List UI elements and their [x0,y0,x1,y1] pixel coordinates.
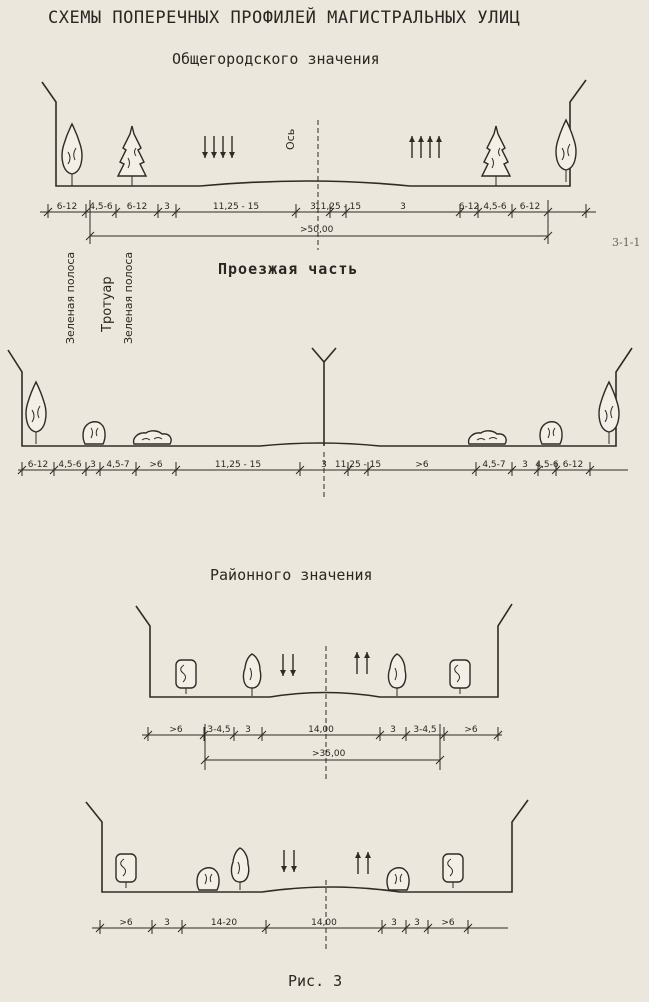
dimension-tick [291,204,301,218]
dimension-tick [439,727,449,741]
dimension-label: 14,00 [311,918,337,928]
dimension-label: 6-12 [520,202,540,212]
dimension-tick [585,462,595,476]
dimension-tick [423,920,433,934]
dimension-tick [375,727,385,741]
dimension-label: 3-4,5 [207,725,230,735]
section1-total: >50,00 [300,225,334,235]
dimension-label: 3 [391,918,397,928]
dimension-tick [261,920,271,934]
dimension-label: >6 [441,918,455,928]
dimension-tick [153,204,163,218]
dimension-tick [143,727,153,741]
dimension-tick [551,462,561,476]
dimension-label: 3 [164,202,170,212]
dimension-label: 3 [164,918,170,928]
dimension-label: 6-12 [459,202,479,212]
dimension-label: >6 [169,725,183,735]
dimension-label: 11,25 - 15 [335,460,381,470]
dimension-label: 3 [522,460,528,470]
dimension-tick [401,727,411,741]
dimension-tick [507,204,517,218]
axis-label: Ось [284,129,297,150]
dimension-tick [455,204,465,218]
dimension-tick [377,920,387,934]
dimension-tick [171,462,181,476]
dimension-tick [229,727,239,741]
dimension-tick [95,920,105,934]
dimension-label: 14-20 [211,918,237,928]
dimension-label: 11,25 - 15 [215,460,261,470]
dimension-tick [533,462,543,476]
margin-note: 3-1-1 [612,236,641,249]
dimension-tick [401,920,411,934]
dimension-tick [17,462,27,476]
dimension-tick [295,462,305,476]
dimension-label: 6-12 [127,202,147,212]
dimension-label: 4,5-6 [483,202,507,212]
section3-heading: Районного значения [210,566,373,584]
dimension-label: 4,5-7 [106,460,129,470]
dimension-label: >6 [119,918,133,928]
dimension-label: 3 [90,460,96,470]
dimension-tick [95,462,105,476]
dimension-tick [147,920,157,934]
dimension-tick [471,462,481,476]
dimension-label: 14,00 [308,725,334,735]
dimension-tick [199,727,209,741]
dimension-tick [111,204,121,218]
carriageway-label: Проезжая часть [218,260,359,278]
dimension-label: 3 [390,725,396,735]
section3-profile: >6 3-4,5 3 14,00 3 3-4,5 >6 >35,00 [135,603,513,780]
dimension-tick [131,462,141,476]
dimension-tick [81,462,91,476]
dimension-label: 6-12 [28,460,48,470]
dimension-tick [341,204,351,218]
dimension-label: 6-12 [563,460,583,470]
dimension-label: 4,5-6 [89,202,113,212]
dimension-label: 4,5-7 [482,460,505,470]
dimension-label: 3 [321,460,327,470]
section3-total: >35,00 [312,749,346,759]
dimension-tick [581,204,591,218]
dimension-tick [463,920,473,934]
dimension-tick [343,462,353,476]
dimension-label: >6 [149,460,163,470]
dimension-label: 6-12 [57,202,77,212]
dimension-tick [81,204,91,218]
section2-profile: 6-12 4,5-6 3 4,5-7 >6 11,25 - 15 3 11,25 - 15 >6… [7,347,633,500]
page-title: СХЕМЫ ПОПЕРЕЧНЫХ ПРОФИЛЕЙ МАГИСТРАЛЬНЫХ … [48,8,521,28]
dimension-label: 3 [245,725,251,735]
dimension-label: 3 [400,202,406,212]
figure-caption: Рис. 3 [288,972,343,990]
section1-heading: Общегородского значения [172,50,380,68]
dimension-label: 4,5-6 [58,460,82,470]
dimension-label: 4,5-6 [535,460,559,470]
dimension-tick [43,204,53,218]
dimension-tick [257,727,267,741]
dimension-label: >6 [415,460,429,470]
dimension-label: 3 [310,202,316,212]
dimension-tick [507,462,517,476]
dimension-tick [325,204,335,218]
dimension-label: 3-4,5 [413,725,436,735]
dimension-label: 3 [414,918,420,928]
dimension-label: 11,25 - 15 [315,202,361,212]
dimension-tick [363,462,373,476]
dimension-tick [177,920,187,934]
dimension-label: >6 [464,725,478,735]
dimension-tick [171,204,181,218]
dimension-tick [473,204,483,218]
dimension-label: 11,25 - 15 [213,202,259,212]
dimension-tick [49,462,59,476]
dimension-tick [493,727,503,741]
section4-profile: >6 3 14-20 14,00 3 3 >6 [85,799,529,950]
